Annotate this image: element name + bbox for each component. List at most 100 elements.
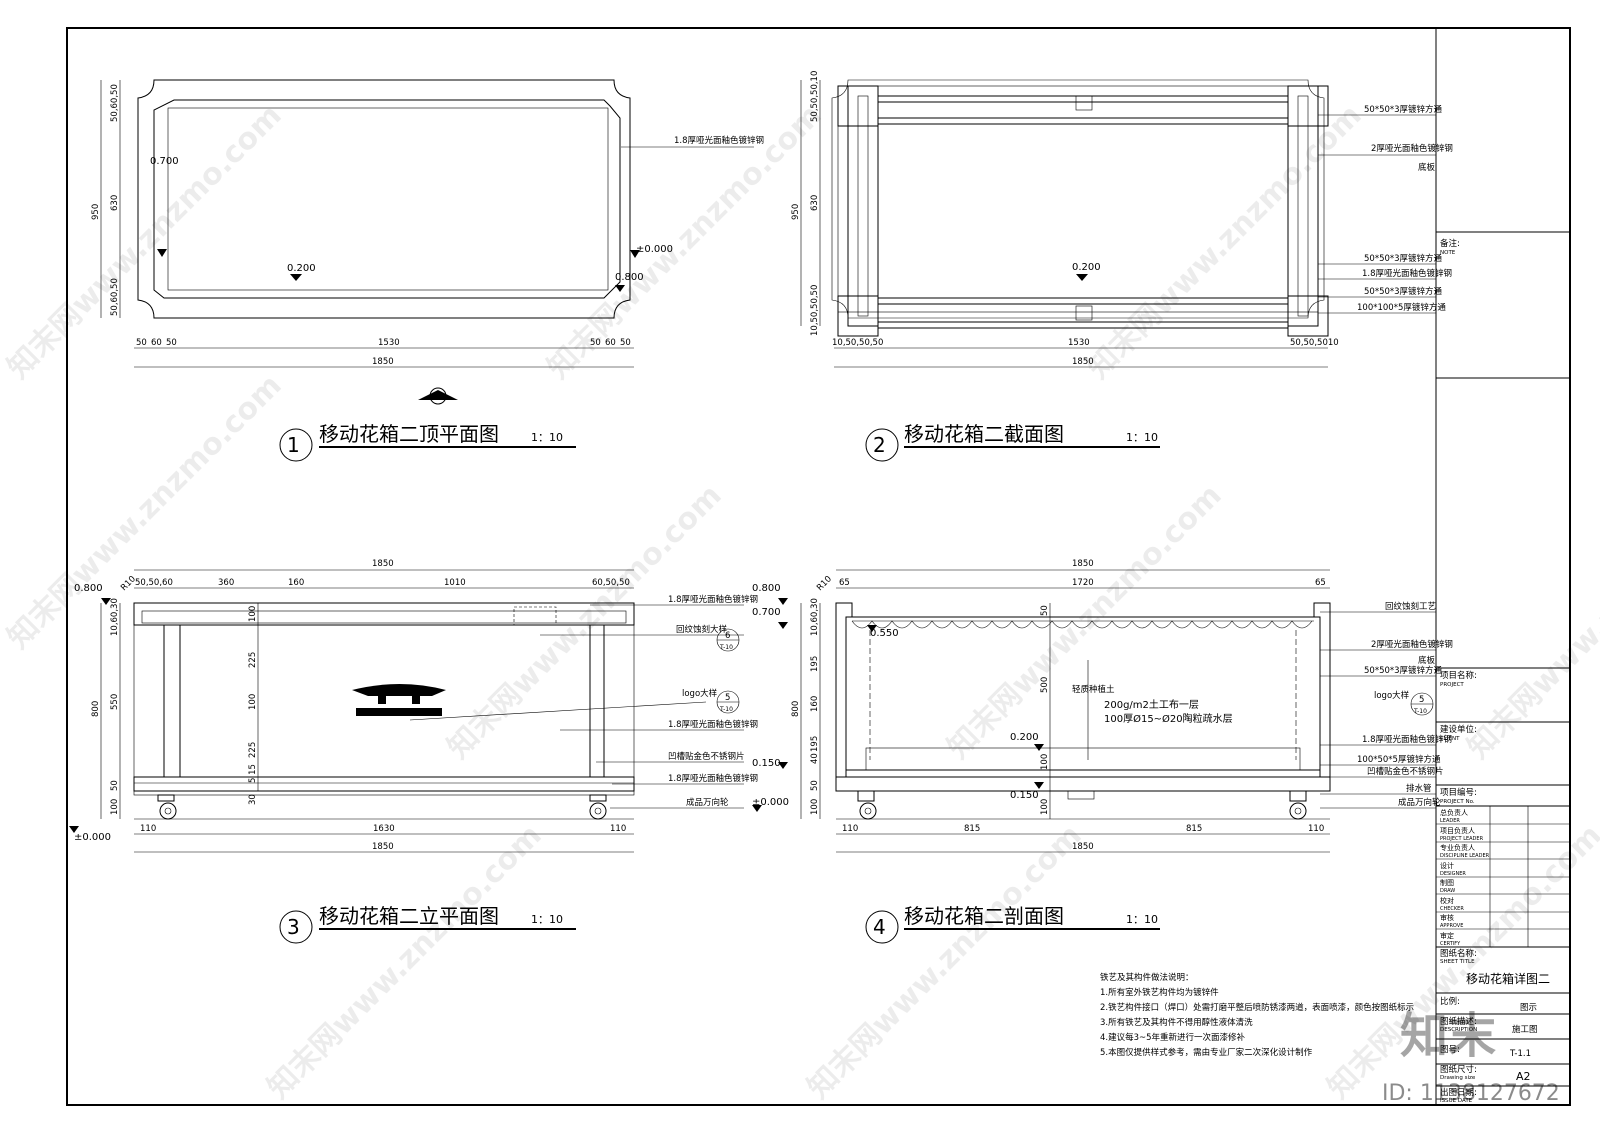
svg-text:成品万向轮: 成品万向轮 xyxy=(1398,797,1441,808)
svg-text:DRAW: DRAW xyxy=(1440,888,1455,894)
svg-text:0.550: 0.550 xyxy=(870,628,899,639)
svg-text:1.8厚哑光面釉色镀锌钢: 1.8厚哑光面釉色镀锌钢 xyxy=(668,773,758,784)
svg-text:50: 50 xyxy=(110,780,120,791)
svg-text:T-1.1: T-1.1 xyxy=(1509,1049,1531,1059)
svg-text:项目编号:: 项目编号: xyxy=(1440,787,1477,798)
svg-text:1.所有室外铁艺构件均为镀锌件: 1.所有室外铁艺构件均为镀锌件 xyxy=(1100,987,1219,998)
svg-text:底板: 底板 xyxy=(1418,162,1436,173)
svg-text:成品万向轮: 成品万向轮 xyxy=(686,797,729,808)
svg-text:50,60,50: 50,60,50 xyxy=(110,84,120,122)
watermark-layer: 知末网www.znzmo.com 知末网www.znzmo.com 知末网www… xyxy=(1,98,1600,1106)
svg-text:50: 50 xyxy=(1040,605,1050,616)
drawing-3-elevation: 0.800 ±0.000 1850 50,50,60 360 160 1010 … xyxy=(69,559,758,944)
svg-text:总负责人: 总负责人 xyxy=(1440,808,1468,817)
svg-text:630: 630 xyxy=(810,195,820,211)
level-0700: 0.700 xyxy=(150,156,179,167)
svg-text:10,50,50,50: 10,50,50,50 xyxy=(832,338,883,348)
svg-text:logo大样: logo大样 xyxy=(1374,690,1410,701)
svg-text:550: 550 xyxy=(110,694,120,710)
drawing-3-title: 移动花箱二立平面图 xyxy=(319,904,499,928)
svg-text:NOTE: NOTE xyxy=(1440,250,1456,256)
svg-text:50: 50 xyxy=(136,338,147,348)
svg-text:1850: 1850 xyxy=(1072,559,1094,569)
svg-text:100*100*5厚镀锌方通: 100*100*5厚镀锌方通 xyxy=(1357,302,1446,313)
title-block: 备注: NOTE 项目名称: PROJECT 建设单位: CLIENT 项目编号… xyxy=(1436,231,1570,1104)
sheet-border xyxy=(66,27,1571,1106)
svg-text:备注:: 备注: xyxy=(1440,238,1460,249)
drawing-1-title: 移动花箱二顶平面图 xyxy=(319,422,499,446)
svg-text:10,60,30: 10,60,30 xyxy=(110,598,120,636)
drawing-2-title: 移动花箱二截面图 xyxy=(904,422,1064,446)
svg-text:225: 225 xyxy=(248,652,258,668)
svg-text:100: 100 xyxy=(248,694,258,710)
level-0200: 0.200 xyxy=(287,263,316,274)
svg-text:800: 800 xyxy=(791,701,801,717)
svg-text:50*50*3厚镀锌方通: 50*50*3厚镀锌方通 xyxy=(1364,253,1443,264)
svg-text:30: 30 xyxy=(248,794,258,805)
svg-text:50,50,5010: 50,50,5010 xyxy=(1290,338,1339,348)
svg-text:100*50*5厚镀锌方通: 100*50*5厚镀锌方通 xyxy=(1357,754,1441,765)
svg-text:100: 100 xyxy=(1040,799,1050,815)
svg-text:知末网www.znzmo.com: 知末网www.znzmo.com xyxy=(1461,478,1600,766)
svg-text:图纸描述:: 图纸描述: xyxy=(1440,1016,1477,1027)
svg-text:160: 160 xyxy=(810,696,820,712)
svg-text:1850: 1850 xyxy=(1072,842,1094,852)
svg-text:知末网www.znzmo.com: 知末网www.znzmo.com xyxy=(261,818,549,1106)
svg-text:项目名称:: 项目名称: xyxy=(1440,670,1477,681)
svg-text:SHEET TITLE: SHEET TITLE xyxy=(1440,959,1475,965)
svg-text:950: 950 xyxy=(791,204,801,220)
svg-text:图号:: 图号: xyxy=(1440,1045,1460,1055)
svg-text:图纸尺寸:: 图纸尺寸: xyxy=(1440,1064,1477,1075)
svg-text:CHECKER: CHECKER xyxy=(1440,906,1464,912)
drawing-2-section-plan: 0.200 50*50*3厚镀锌方通 2厚哑光面釉色镀锌钢 底板 50*50*3… xyxy=(791,71,1453,462)
svg-text:5 15: 5 15 xyxy=(248,764,258,783)
svg-text:DESIGNER: DESIGNER xyxy=(1440,871,1466,877)
svg-text:950: 950 xyxy=(91,204,101,220)
svg-text:195: 195 xyxy=(810,656,820,672)
svg-text:815: 815 xyxy=(964,824,980,834)
svg-text:PROJECT No.: PROJECT No. xyxy=(1440,799,1475,805)
svg-text:CLIENT: CLIENT xyxy=(1440,736,1460,742)
svg-text:图示: 图示 xyxy=(1520,1003,1537,1013)
svg-text:凹槽贴金色不锈钢片: 凹槽贴金色不锈钢片 xyxy=(668,751,745,762)
drawing-3-number: 3 xyxy=(287,915,300,939)
svg-text:50: 50 xyxy=(810,780,820,791)
sheet-title: 移动花箱详图二 xyxy=(1466,971,1550,986)
svg-text:4.建议每3~5年重新进行一次面漆修补: 4.建议每3~5年重新进行一次面漆修补 xyxy=(1100,1032,1246,1043)
svg-text:1.8厚哑光面釉色镀锌钢: 1.8厚哑光面釉色镀锌钢 xyxy=(668,719,758,730)
svg-text:1：10: 1：10 xyxy=(1126,913,1158,926)
svg-text:底板: 底板 xyxy=(1418,655,1436,666)
svg-text:回纹蚀刻工艺: 回纹蚀刻工艺 xyxy=(1385,601,1436,612)
svg-text:50,50,60: 50,50,60 xyxy=(135,578,173,588)
svg-text:100: 100 xyxy=(1040,754,1050,770)
drawing-4-cross-section: 轻质种植土 200g/m2土工布一层 100厚Ø15~Ø20陶粒疏水层 0.80… xyxy=(752,559,1453,944)
svg-text:360: 360 xyxy=(218,578,234,588)
svg-text:1：10: 1：10 xyxy=(531,913,563,926)
svg-text:200g/m2土工布一层: 200g/m2土工布一层 xyxy=(1104,698,1199,711)
svg-text:0.800: 0.800 xyxy=(74,583,103,594)
svg-text:R10: R10 xyxy=(815,574,834,593)
svg-text:0.200: 0.200 xyxy=(1010,732,1039,743)
svg-text:出图日期:: 出图日期: xyxy=(1440,1087,1477,1098)
svg-text:1530: 1530 xyxy=(378,338,400,348)
svg-text:1：10: 1：10 xyxy=(1126,431,1158,444)
svg-text:建设单位:: 建设单位: xyxy=(1440,724,1477,735)
svg-text:500: 500 xyxy=(1040,677,1050,693)
level-0000: ±0.000 xyxy=(636,244,673,255)
svg-text:1010: 1010 xyxy=(444,578,466,588)
svg-text:校对: 校对 xyxy=(1440,896,1454,905)
svg-text:60,50,50: 60,50,50 xyxy=(592,578,630,588)
svg-text:5: 5 xyxy=(1419,695,1424,705)
drawing-4-title: 移动花箱二剖面图 xyxy=(904,904,1064,928)
svg-text:凹槽贴金色不锈钢片: 凹槽贴金色不锈钢片 xyxy=(1367,766,1444,777)
svg-text:2.铁艺构件接口（焊口）处需打磨平整后喷防锈漆两道，表面喷漆: 2.铁艺构件接口（焊口）处需打磨平整后喷防锈漆两道，表面喷漆，颜色按图纸标示 xyxy=(1100,1002,1414,1013)
svg-text:50,50,50,10: 50,50,50,10 xyxy=(810,71,820,122)
svg-text:1850: 1850 xyxy=(372,357,394,367)
construction-notes: 铁艺及其构件做法说明： 1.所有室外铁艺构件均为镀锌件 2.铁艺构件接口（焊口）… xyxy=(1100,972,1414,1058)
drawing-2-number: 2 xyxy=(873,433,886,457)
svg-text:50: 50 xyxy=(590,338,601,348)
svg-text:1850: 1850 xyxy=(372,842,394,852)
svg-text:50*50*3厚镀锌方通: 50*50*3厚镀锌方通 xyxy=(1364,286,1443,297)
drawing-4-number: 4 xyxy=(873,915,886,939)
